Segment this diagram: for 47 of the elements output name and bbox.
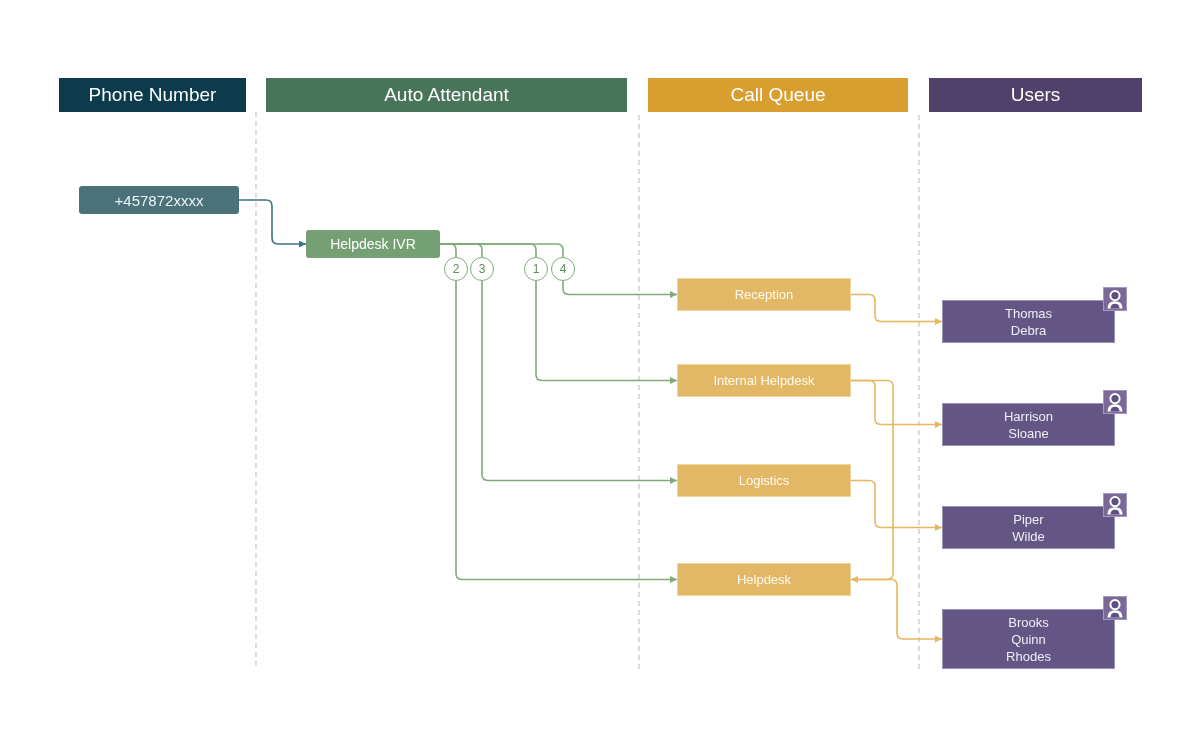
- user-name: Brooks: [1008, 613, 1049, 631]
- user-name: Sloane: [1008, 424, 1049, 442]
- user-name: Harrison: [1003, 407, 1054, 425]
- arrow: [850, 578, 943, 643]
- user-name: Rhodes: [1006, 647, 1051, 665]
- lane-header: [266, 78, 627, 112]
- lane-title: Users: [1010, 84, 1061, 106]
- lane-header: [59, 78, 246, 112]
- queue-box: [677, 278, 851, 311]
- option-number: 1: [532, 262, 540, 276]
- user-name: Wilde: [1012, 527, 1045, 545]
- user-name: Piper: [1013, 510, 1044, 528]
- arrow: [850, 379, 894, 583]
- arrow: [238, 199, 307, 248]
- arrow: [562, 280, 678, 298]
- lane-header: [648, 78, 908, 112]
- arrow: [481, 280, 678, 484]
- user-name: Thomas: [1005, 304, 1052, 322]
- arrow: [850, 293, 943, 325]
- option-circle: [470, 257, 494, 281]
- connector-line: [439, 243, 564, 258]
- arrow: [850, 479, 943, 531]
- lane-title: Phone Number: [88, 84, 217, 106]
- box-label: +457872xxxx: [114, 191, 204, 209]
- box-label: Helpdesk IVR: [330, 236, 416, 252]
- option-number: 3: [478, 262, 486, 276]
- option-circle: [444, 257, 468, 281]
- arrow: [535, 280, 678, 384]
- arrow: [455, 280, 678, 583]
- option-number: 2: [452, 262, 460, 276]
- phone-number-box: [79, 186, 239, 214]
- option-circle: [551, 257, 575, 281]
- box-label: Reception: [734, 287, 794, 302]
- user-name: Debra: [1010, 321, 1047, 339]
- user-name: Quinn: [1011, 630, 1046, 648]
- queue-box: [677, 364, 851, 397]
- ivr-menu-box: [306, 230, 440, 258]
- box-label: Helpdesk: [736, 572, 792, 587]
- queue-box: [677, 464, 851, 497]
- box-label: Logistics: [738, 473, 790, 488]
- box-label: Internal Helpdesk: [713, 373, 815, 388]
- lane-title: Call Queue: [730, 84, 826, 106]
- option-circle: [524, 257, 548, 281]
- queue-box: [677, 563, 851, 596]
- lane-header: [929, 78, 1142, 112]
- option-number: 4: [559, 262, 567, 276]
- lane-title: Auto Attendant: [384, 84, 509, 106]
